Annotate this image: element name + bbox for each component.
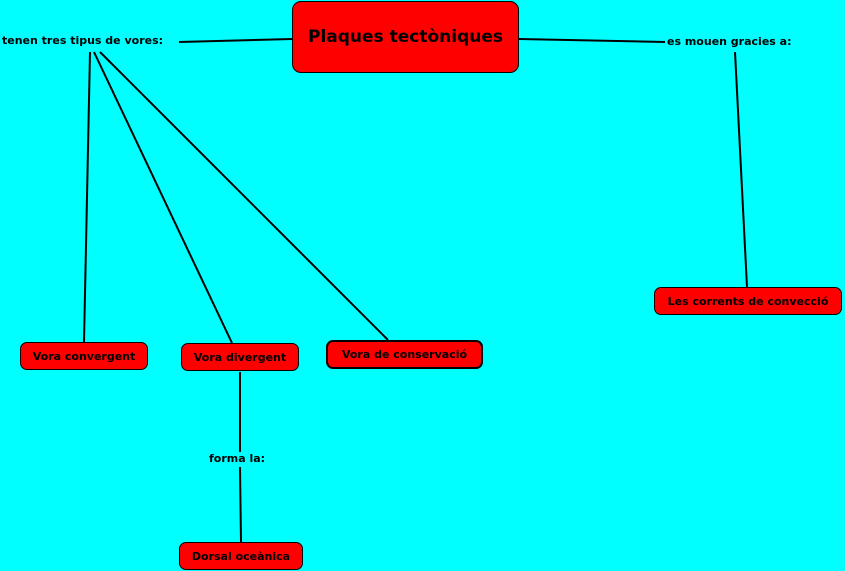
link-types-conservacio (99, 51, 389, 341)
concept-vora-divergent[interactable]: Vora divergent (181, 343, 299, 371)
link-types-divergent (93, 51, 233, 344)
link-types-convergent (83, 51, 91, 343)
linking-phrase-types[interactable]: tenen tres tipus de vores: (2, 34, 164, 47)
concept-vora-convergent[interactable]: Vora convergent (20, 342, 148, 370)
link-forms-dorsal (239, 466, 242, 543)
linking-phrase-forms[interactable]: forma la: (209, 452, 266, 465)
link-moves-convection (734, 51, 748, 288)
concept-dorsal-oceanica[interactable]: Dorsal oceànica (179, 542, 303, 570)
concept-plaques-tectoniques[interactable]: Plaques tectòniques (292, 1, 519, 73)
concept-vora-conservacio[interactable]: Vora de conservació (326, 340, 483, 369)
link-main-moves (518, 38, 666, 43)
linking-phrase-moves[interactable]: es mouen gracies a: (667, 35, 792, 48)
link-main-types (178, 38, 293, 43)
concept-corrents-conveccio[interactable]: Les corrents de convecció (654, 287, 842, 315)
